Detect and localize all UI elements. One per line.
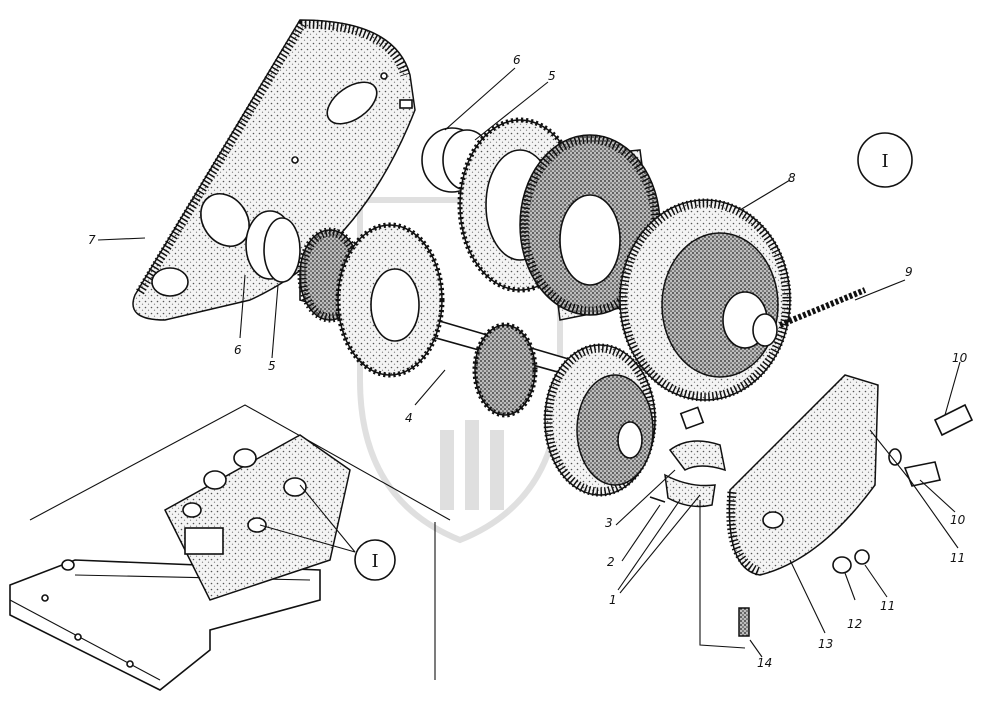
detail-callout-inset: I <box>354 539 396 581</box>
label-part-9: 9 <box>905 265 913 279</box>
drive-chain-part <box>778 287 867 328</box>
bearing-shells <box>649 406 726 508</box>
clutch-drum-front <box>618 198 792 402</box>
label-part-7: 7 <box>88 233 96 247</box>
label-part-12: 12 <box>847 617 862 631</box>
frame-inset-view <box>9 404 451 691</box>
label-part-14: 14 <box>757 656 772 670</box>
side-plate-part <box>726 374 879 577</box>
label-part-6-lower: 6 <box>234 343 242 357</box>
label-part-8: 8 <box>788 171 796 185</box>
housing-cover-part <box>132 19 416 321</box>
label-part-4: 4 <box>405 411 413 425</box>
part-labels: 6 5 7 6 5 4 8 9 10 10 11 11 12 13 14 3 2… <box>88 53 968 670</box>
main-shaft-assembly <box>297 222 657 497</box>
svg-text:I: I <box>371 551 378 572</box>
label-part-1: 1 <box>609 593 617 607</box>
label-part-13: 13 <box>818 637 833 651</box>
label-part-11-lower: 11 <box>880 599 895 613</box>
label-part-5-lower: 5 <box>268 359 276 373</box>
label-part-2: 2 <box>607 555 615 569</box>
label-part-5-upper: 5 <box>548 69 556 83</box>
label-part-6-upper: 6 <box>513 53 521 67</box>
label-part-11-upper: 11 <box>950 551 965 565</box>
label-part-10-lower: 10 <box>950 513 966 527</box>
fasteners <box>738 403 974 637</box>
retaining-rings-lower <box>245 210 301 283</box>
leader-lines <box>97 67 961 658</box>
label-part-3: 3 <box>605 516 613 530</box>
detail-callout-main: I <box>857 132 913 188</box>
label-part-10-upper: 10 <box>952 351 968 365</box>
svg-text:I: I <box>881 151 888 172</box>
